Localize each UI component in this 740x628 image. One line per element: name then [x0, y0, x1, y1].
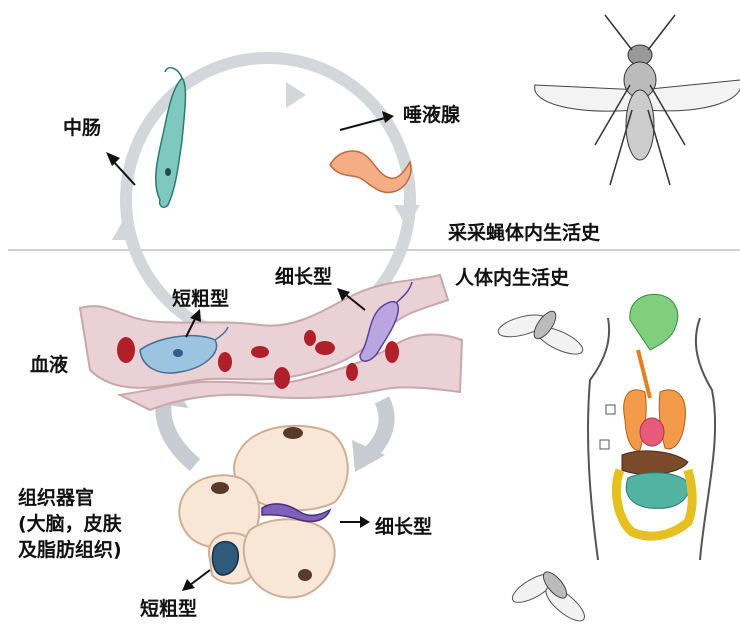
salivary-gland-label: 唾液腺	[403, 100, 460, 127]
blood-label: 血液	[30, 350, 68, 377]
human-cycle-label: 人体内生活史	[455, 263, 569, 290]
human-body-organs-icon	[588, 294, 715, 560]
midgut-label: 中肠	[63, 113, 101, 140]
red-blood-cell	[385, 341, 399, 363]
cycle-arrowhead-right	[394, 205, 420, 228]
red-blood-cell	[346, 363, 358, 381]
slender-form-label-bottom: 细长型	[375, 512, 432, 539]
right-curved-arrow	[368, 400, 387, 455]
red-blood-cell	[274, 367, 290, 389]
red-blood-cell	[315, 341, 335, 355]
red-blood-cell	[304, 330, 316, 346]
tsetse-fly-icon	[535, 15, 740, 185]
tsetse-cycle-label: 采采蝇体内生活史	[448, 218, 600, 245]
red-blood-cell	[218, 352, 232, 372]
tissues-label: 组织器官 (大脑，皮肤 及脂肪组织)	[18, 485, 122, 563]
tissue-nucleus	[283, 427, 303, 439]
tissue-cells	[179, 426, 347, 598]
cycle-arrowhead-top	[286, 82, 306, 108]
tissue-nucleus	[211, 482, 229, 494]
stumpy-form-label-bottom: 短粗型	[140, 594, 197, 621]
slender-form-label-top: 细长型	[275, 262, 332, 289]
tissue-nucleus	[298, 569, 312, 581]
red-blood-cell	[251, 346, 269, 358]
tsetse-fly-small-icon	[508, 568, 589, 624]
stumpy-form-label-top: 短粗型	[172, 284, 229, 311]
red-blood-cell	[117, 337, 135, 363]
tsetse-fly-small-icon	[496, 308, 586, 360]
